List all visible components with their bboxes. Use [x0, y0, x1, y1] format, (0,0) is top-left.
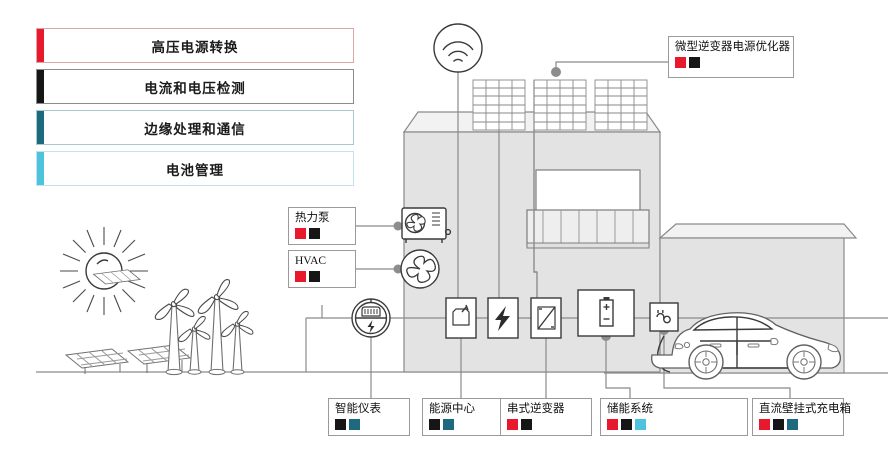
callout-dc-wallbox[interactable]: 直流壁挂式充电箱	[752, 398, 851, 436]
roof-solar-panels	[472, 79, 648, 131]
swatch-teal_dark	[349, 419, 360, 430]
swatch-black	[309, 271, 320, 282]
electric-car-icon	[651, 312, 841, 380]
lightning-bolt-icon	[487, 297, 519, 339]
callout-label: 直流壁挂式充电箱	[759, 403, 851, 415]
sun-icon	[60, 227, 148, 315]
legend-color-swatch	[37, 29, 44, 62]
callout-energy-storage[interactable]: 储能系统	[600, 398, 748, 436]
swatch-red	[295, 228, 306, 239]
wind-turbine-icon	[154, 288, 195, 376]
swatch-black	[521, 419, 532, 430]
callout-string-inverter[interactable]: 串式逆变器	[500, 398, 592, 436]
callout-label: 热力泵	[295, 212, 330, 224]
swatch-cyan_light	[635, 419, 646, 430]
callout-label: 储能系统	[607, 403, 653, 415]
callout-label: 微型逆变器电源优化器	[675, 41, 790, 53]
swatch-red	[759, 419, 770, 430]
swatch-teal_dark	[787, 419, 798, 430]
legend-item-label: 边缘处理和通信	[144, 121, 246, 137]
swatch-red	[507, 419, 518, 430]
solar-panel-icon	[472, 79, 526, 131]
legend-item-label: 电流和电压检测	[144, 80, 246, 96]
wind-turbine-icon	[221, 311, 254, 375]
swatch-teal_dark	[443, 419, 454, 430]
heat-pump-icon	[401, 207, 452, 243]
solar-panel-icon	[533, 79, 587, 131]
ev-plug-icon	[649, 302, 679, 332]
callout-swatches	[335, 419, 403, 430]
legend-item-1[interactable]: 电流和电压检测	[36, 69, 354, 104]
callout-swatches	[295, 228, 349, 239]
callout-smart-meter[interactable]: 智能仪表	[328, 398, 410, 436]
callout-label: HVAC	[295, 255, 327, 267]
callout-label: 智能仪表	[335, 403, 381, 415]
callout-swatches	[759, 419, 837, 430]
wind-turbine-icon	[197, 279, 239, 376]
battery-icon	[577, 289, 635, 337]
fan-icon	[400, 249, 440, 289]
legend-panel: 高压电源转换 电流和电压检测 边缘处理和通信 电池管理	[36, 28, 354, 192]
swatch-black	[689, 57, 700, 68]
swatch-black	[773, 419, 784, 430]
wind-turbine-group	[154, 279, 254, 376]
swatch-black	[621, 419, 632, 430]
swatch-black	[429, 419, 440, 430]
swatch-red	[607, 419, 618, 430]
callout-label: 串式逆变器	[507, 403, 565, 415]
callout-label: 能源中心	[429, 403, 475, 415]
legend-color-swatch	[37, 152, 44, 185]
callout-swatches	[607, 419, 741, 430]
callout-swatches	[295, 271, 349, 282]
callout-swatches	[675, 57, 787, 68]
legend-item-0[interactable]: 高压电源转换	[36, 28, 354, 63]
legend-item-label: 高压电源转换	[151, 39, 239, 55]
callout-hvac[interactable]: HVAC	[288, 250, 356, 288]
inverter-icon	[530, 297, 562, 339]
legend-color-swatch	[37, 111, 44, 144]
callout-swatches	[429, 419, 497, 430]
wifi-icon	[433, 23, 483, 73]
energy-hub-icon	[445, 297, 477, 339]
legend-item-label: 电池管理	[166, 162, 224, 178]
legend-item-2[interactable]: 边缘处理和通信	[36, 110, 354, 145]
legend-item-3[interactable]: 电池管理	[36, 151, 354, 186]
wind-turbine-icon	[178, 316, 211, 375]
swatch-black	[335, 419, 346, 430]
solar-panel-icon	[594, 79, 648, 131]
callout-energy-center[interactable]: 能源中心	[422, 398, 504, 436]
callout-heat-pump[interactable]: 热力泵	[288, 207, 356, 245]
electric-meter-icon	[351, 298, 391, 338]
callout-micro-inverter[interactable]: 微型逆变器电源优化器	[668, 36, 794, 78]
callout-swatches	[507, 419, 585, 430]
swatch-red	[295, 271, 306, 282]
swatch-black	[309, 228, 320, 239]
legend-color-swatch	[37, 70, 44, 103]
swatch-red	[675, 57, 686, 68]
